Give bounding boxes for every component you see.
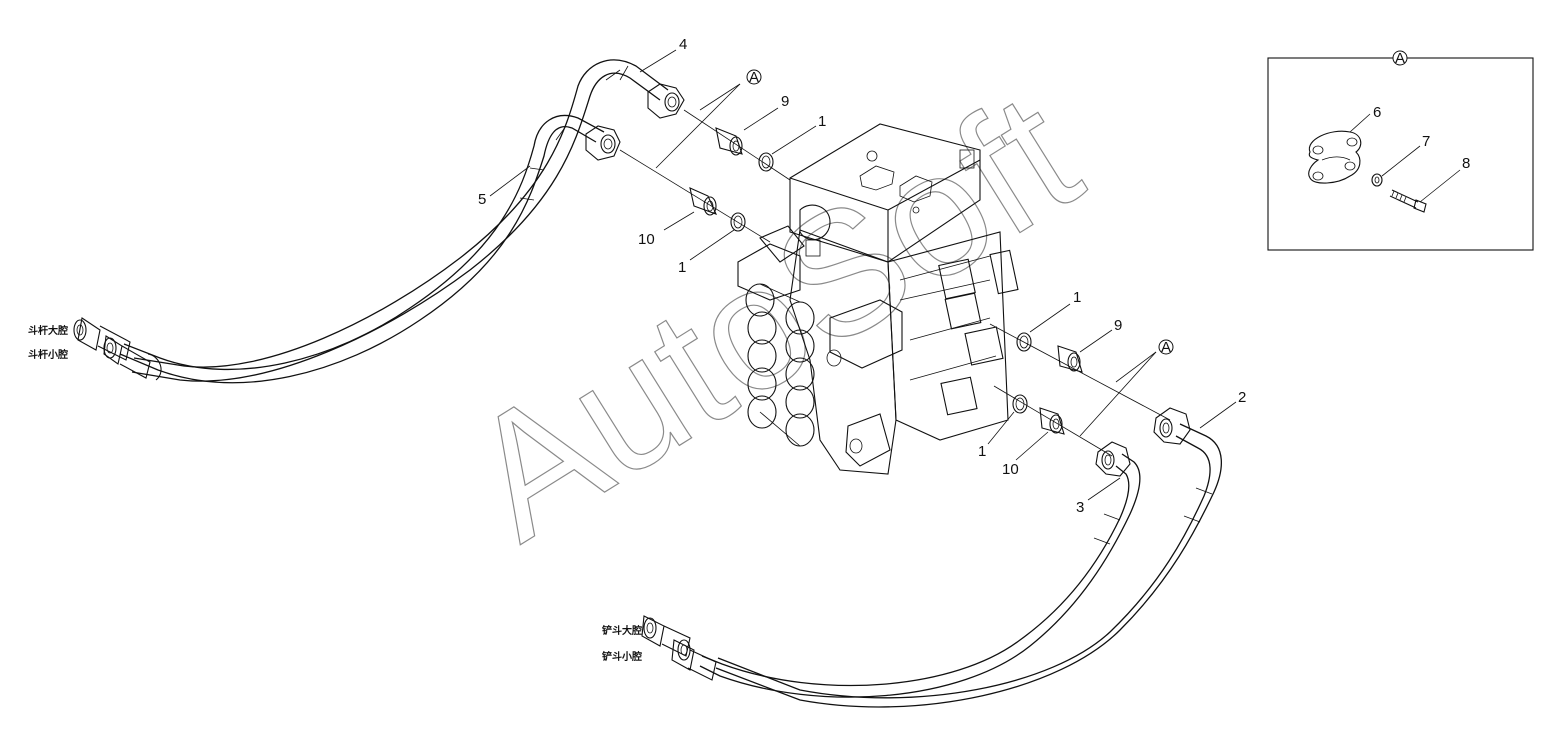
hose-4 (131, 59, 685, 382)
label-arm-big-chamber: 斗杆大腔 (28, 324, 68, 337)
washer-part-7 (1371, 173, 1383, 187)
hose-5-nut (585, 125, 621, 161)
arm-end-fittings (73, 317, 162, 381)
callout-9-upper: 9 (781, 93, 789, 110)
control-valve-block (737, 123, 1019, 475)
callout-7: 7 (1422, 133, 1430, 150)
hose-3 (699, 441, 1141, 698)
callout-6: 6 (1373, 104, 1381, 121)
upper-adapters (619, 109, 791, 243)
callout-a-upper-circle (746, 69, 762, 85)
hose-3-nut (1095, 441, 1131, 477)
callout-3: 3 (1076, 499, 1084, 516)
callout-4: 4 (679, 36, 687, 53)
callout-1-left: 1 (678, 259, 686, 276)
bucket-end-fittings (641, 615, 717, 681)
callouts: 4 5 A 9 1 10 1 1 9 A 1 10 (478, 36, 1246, 516)
detail-label-circle (1392, 50, 1408, 66)
callout-1-right-upper: 1 (1073, 289, 1081, 306)
callout-10-right: 10 (1002, 461, 1019, 478)
hose-2-nut (1153, 407, 1191, 445)
label-arm-small-chamber: 斗杆小腔 (28, 348, 68, 361)
detail-frame (1267, 57, 1534, 251)
callout-2: 2 (1238, 389, 1246, 406)
callout-5: 5 (478, 191, 486, 208)
callout-8: 8 (1462, 155, 1470, 172)
callout-a-upper: A (749, 69, 759, 86)
callout-1-upper: 1 (818, 113, 826, 130)
label-bucket-small-chamber: 铲斗小腔 (602, 650, 642, 663)
hose-2 (715, 407, 1223, 708)
callout-1-right-lower: 1 (978, 443, 986, 460)
hose-4-nut (647, 83, 685, 119)
bolt-part-8 (1389, 189, 1427, 213)
label-bucket-big-chamber: 铲斗大腔 (602, 624, 642, 637)
right-adapters (989, 323, 1171, 457)
callout-a-right-circle (1158, 339, 1174, 355)
callout-a-right: A (1161, 339, 1171, 356)
detail-view-a: A 6 7 8 (1267, 50, 1534, 251)
callout-9-right: 9 (1114, 317, 1122, 334)
flange-part-6 (1308, 130, 1362, 184)
callout-10-upper: 10 (638, 231, 655, 248)
spool-caps (737, 243, 903, 467)
hose-5 (119, 114, 621, 384)
detail-label: A (1395, 50, 1405, 67)
